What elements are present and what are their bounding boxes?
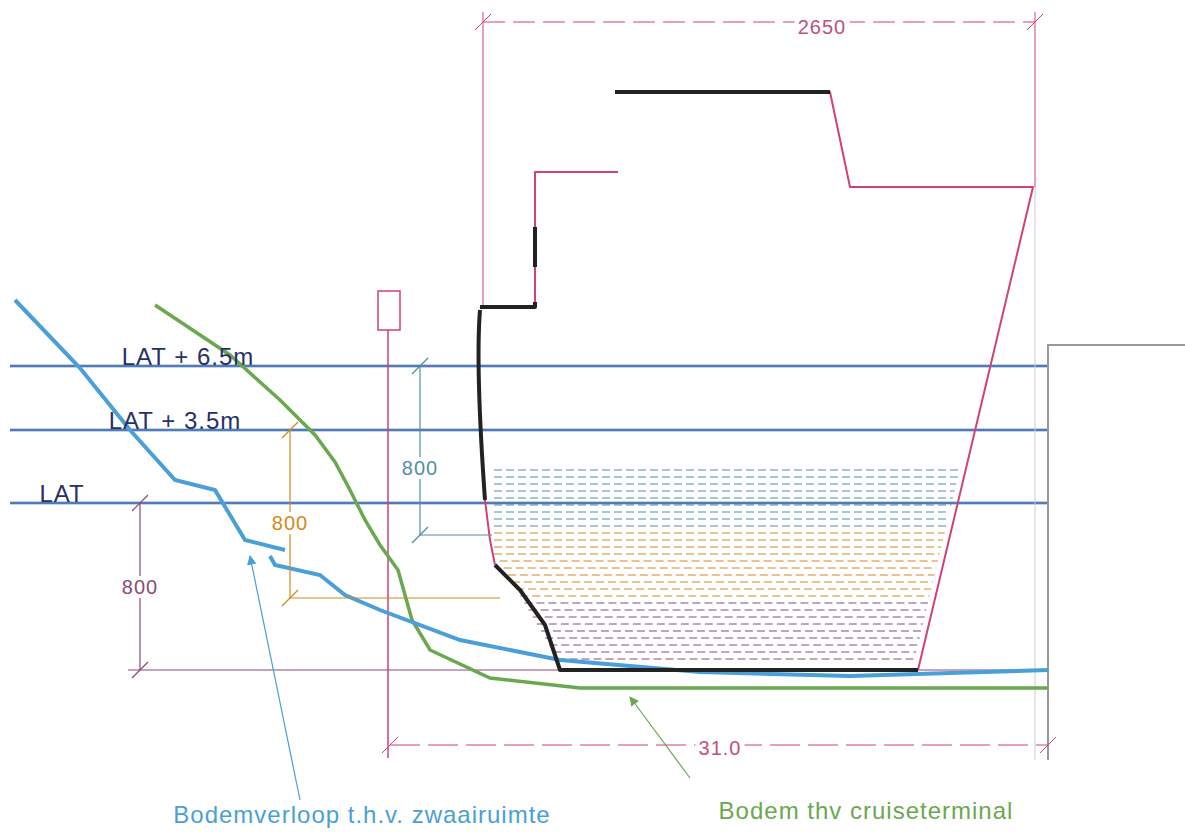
water-level-label: LAT + 6.5m xyxy=(119,344,258,370)
hatch-stroke xyxy=(494,554,940,555)
water-level-label: LAT xyxy=(36,481,87,507)
water-level-lines xyxy=(10,366,1048,503)
hatch-stroke xyxy=(494,498,953,499)
hatch-stroke xyxy=(494,505,951,506)
quay-wall xyxy=(1048,345,1185,760)
hatch-stroke xyxy=(549,645,918,646)
hatch-stroke xyxy=(524,603,928,604)
hatch-stroke xyxy=(494,484,956,485)
hatch-stroke xyxy=(512,582,933,583)
hatch-stroke xyxy=(508,575,935,576)
dimension-label: 800 xyxy=(399,457,441,479)
water-level-highlights xyxy=(10,366,1048,503)
dimension-label: 800 xyxy=(269,512,311,534)
fender-pole xyxy=(378,291,400,758)
terminal-bottom-profile xyxy=(155,305,1048,688)
leader-line xyxy=(630,697,690,778)
ship-hull xyxy=(478,92,1033,670)
dimension-label: 31.0 xyxy=(696,737,745,759)
hatch-stroke xyxy=(529,610,927,611)
hatch-stroke xyxy=(545,638,920,639)
hatch-stroke xyxy=(494,526,946,527)
hatch-stroke xyxy=(516,589,931,590)
callout-label: Bodem thv cruiseterminal xyxy=(716,798,1017,824)
hatch-stroke xyxy=(494,491,955,492)
hatch-stroke xyxy=(553,652,916,653)
hatch-stroke xyxy=(558,659,915,660)
dimension-label: 800 xyxy=(119,576,161,598)
hatch-stroke xyxy=(494,533,945,534)
ship-dimension xyxy=(382,12,1056,760)
callout-label: Bodemverloop t.h.v. zwaairuimte xyxy=(170,802,553,828)
hatch-stroke xyxy=(533,617,925,618)
depth-dimensions xyxy=(132,358,500,678)
hatch-stroke xyxy=(494,547,941,548)
hatch-stroke xyxy=(494,512,950,513)
water-hatching xyxy=(494,470,960,659)
water-level-label: LAT + 3.5m xyxy=(106,408,245,434)
hatch-stroke xyxy=(494,540,943,541)
leader-line xyxy=(250,556,300,800)
hatch-stroke xyxy=(494,519,948,520)
swing-area-bottom-profile xyxy=(15,300,285,550)
hatch-stroke xyxy=(520,596,929,597)
hatch-stroke xyxy=(537,624,923,625)
hatch-stroke xyxy=(541,631,921,632)
hatch-stroke xyxy=(494,470,960,471)
hatch-stroke xyxy=(494,477,958,478)
hatch-stroke xyxy=(504,568,937,569)
hatch-stroke xyxy=(500,561,938,562)
dimension-label: 2650 xyxy=(795,16,850,38)
